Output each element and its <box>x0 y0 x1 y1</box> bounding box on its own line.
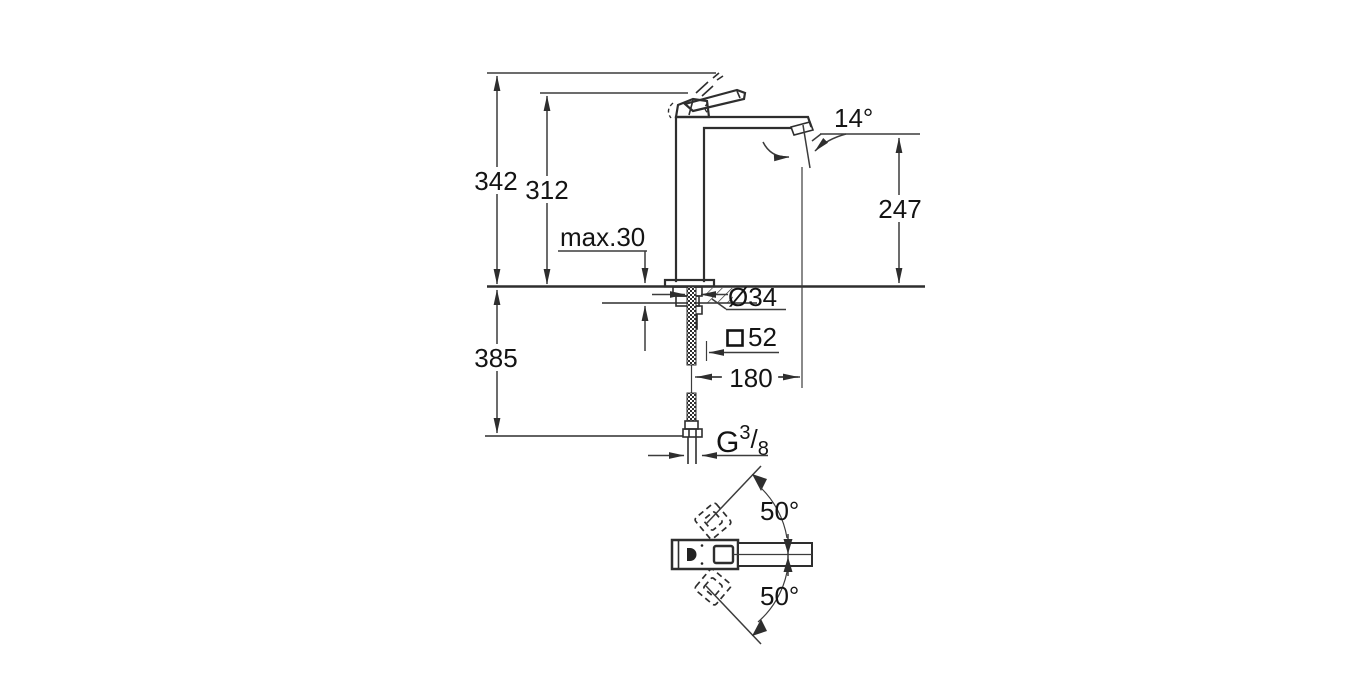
label-aerator-angle: 14° <box>834 103 873 133</box>
angle-arc-right <box>814 133 847 152</box>
hose-hex-nut <box>682 428 703 438</box>
plan-dot-bottom <box>700 562 704 565</box>
handle-arc-dashed <box>667 102 674 119</box>
label-thread-size: G3/8 <box>716 422 769 460</box>
label-lever-height: 312 <box>525 175 568 205</box>
body-inner-contour <box>702 126 793 283</box>
handle-arc-dashed-2 <box>704 102 709 114</box>
handle-position-upper-dashed <box>694 502 732 540</box>
plan-handle-knob <box>687 548 697 561</box>
swivel-ray-upper <box>705 465 762 525</box>
swivel-arc-upper <box>759 486 788 539</box>
dimension-247: 247 <box>874 137 926 284</box>
label-handle-swivel-upper: 50° <box>760 496 799 526</box>
swivel-arrow-lower <box>752 619 767 636</box>
swivel-arc-lower <box>757 571 788 623</box>
cartridge-base <box>674 97 711 119</box>
dimension-thread: G3/8 <box>648 422 769 460</box>
dimension-385: 385 <box>471 289 521 434</box>
label-overall-height: 342 <box>474 166 517 196</box>
aerator-tilt-line <box>802 124 811 169</box>
threaded-rod-upper <box>686 286 697 366</box>
aerator <box>789 121 815 136</box>
threaded-rod-lower <box>686 392 697 422</box>
plan-dot-top <box>700 544 704 547</box>
dimension-hole-diameter: Ø34 <box>652 282 786 312</box>
lever-tip-line <box>736 90 741 99</box>
dia-leader-bend <box>711 298 727 310</box>
raised-handle-dashes <box>695 72 724 97</box>
dimension-swivel-angles: 50° 50° <box>705 465 799 645</box>
dimension-14deg: 14° <box>762 103 920 162</box>
body-outer-contour <box>674 115 813 283</box>
plan-view: 50° 50° <box>670 465 813 645</box>
label-handle-swivel-lower: 50° <box>760 581 799 611</box>
swivel-ray-lower <box>705 585 762 645</box>
cartridge-detail-line <box>688 99 694 116</box>
swivel-center-arrow-down <box>783 539 793 554</box>
label-base-square-size: 52 <box>748 322 777 352</box>
plan-cartridge-square <box>712 544 735 565</box>
swivel-arrow-upper <box>752 474 767 491</box>
dimension-max30: max.30 <box>558 222 649 351</box>
mounting-assembly <box>485 286 703 464</box>
label-below-counter-length: 385 <box>474 343 517 373</box>
supply-pipe <box>687 437 697 464</box>
dimension-342: 342 <box>471 72 716 285</box>
label-spout-outlet-height: 247 <box>878 194 921 224</box>
handle-position-lower-dashed <box>694 568 732 606</box>
dimension-base-square: 52 <box>705 322 779 361</box>
label-mounting-hole-diameter: Ø34 <box>728 282 777 312</box>
dimension-312: 312 <box>522 92 688 285</box>
swivel-center-arrow-up <box>783 557 793 572</box>
base-plate <box>663 278 716 288</box>
leader-14deg <box>811 133 822 142</box>
deck-hatch-left <box>604 288 662 303</box>
label-max-counter-thickness: max.30 <box>560 222 645 252</box>
faucet-body <box>663 72 815 288</box>
square-symbol <box>726 329 744 347</box>
dimension-180: 180 <box>695 363 800 393</box>
hose-collar <box>684 420 699 430</box>
label-spout-projection: 180 <box>729 363 772 393</box>
side-view: 342 312 max.30 14° 247 <box>471 72 926 464</box>
angle-arc-left <box>762 141 790 162</box>
lever-handle <box>682 88 747 113</box>
